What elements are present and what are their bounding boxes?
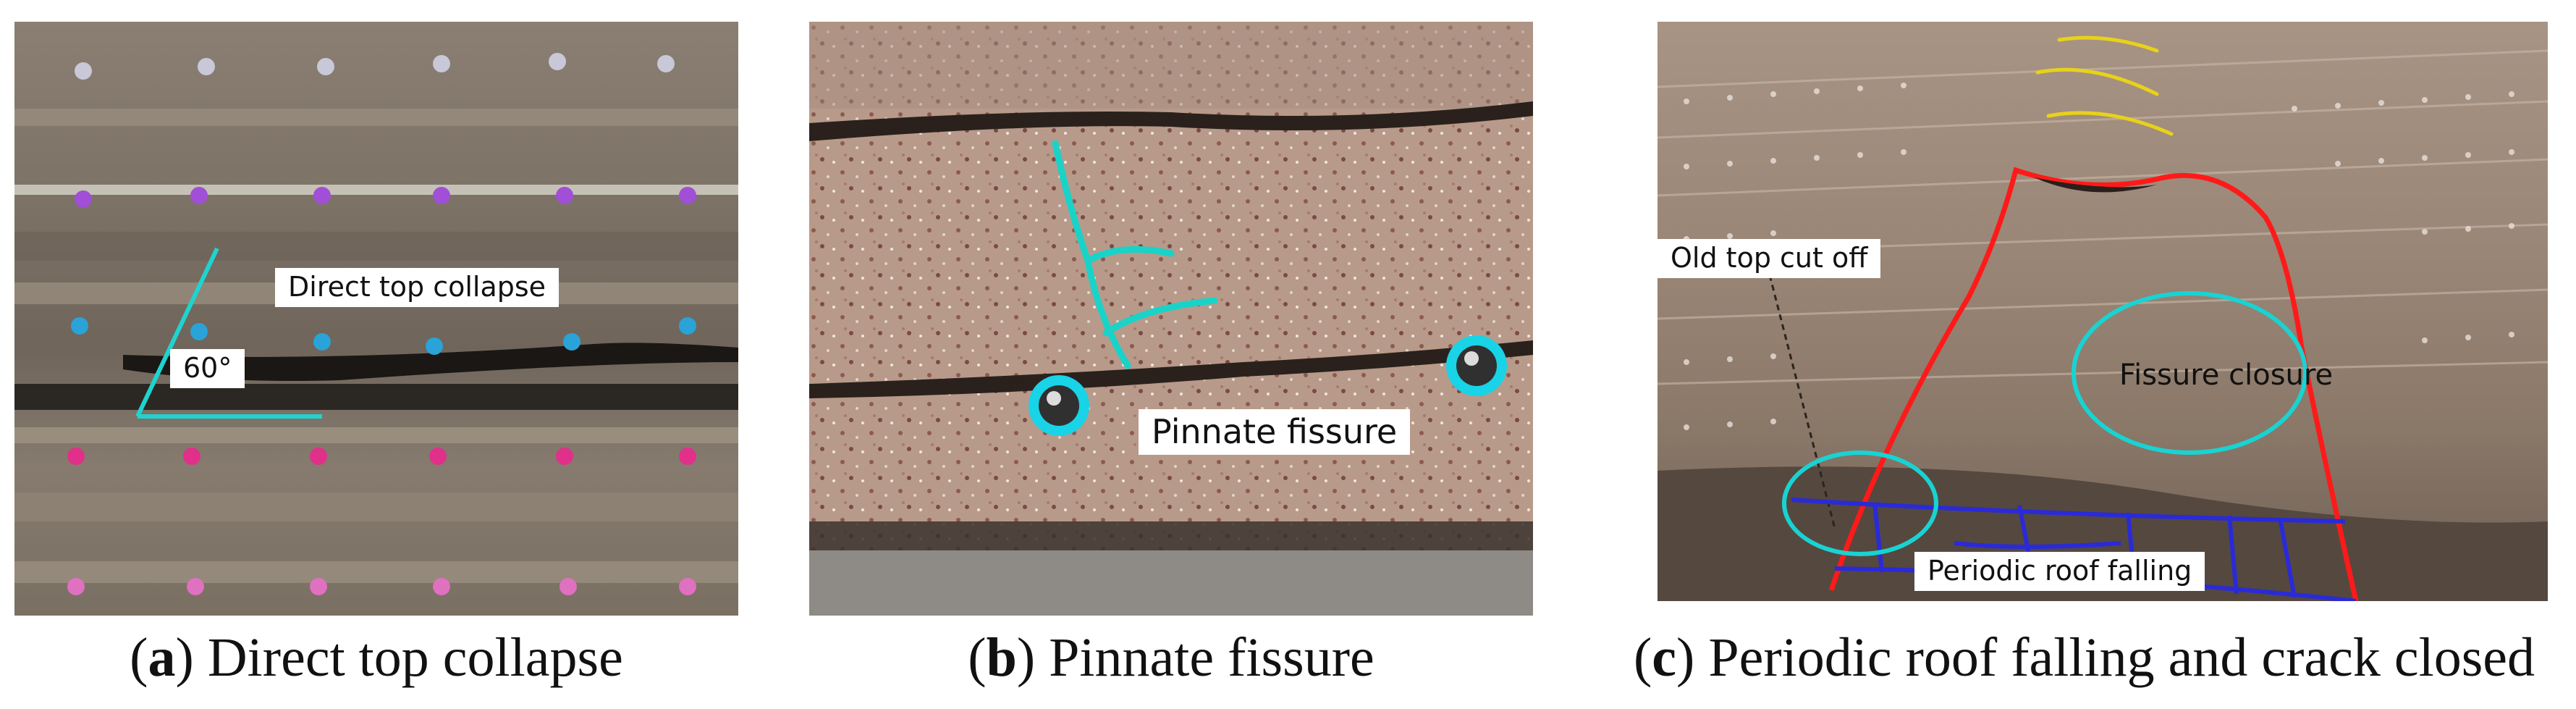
caption-text: Periodic roof falling and crack closed <box>1708 627 2535 688</box>
monitoring-marker <box>313 187 331 204</box>
old-top-cut-line <box>1768 274 1836 529</box>
monitoring-marker <box>198 58 215 75</box>
monitoring-marker <box>657 55 675 72</box>
caption-b: (b) Pinnate fissure <box>968 627 1374 688</box>
panel-c-photo: Old top cut off Fissure closure Periodic… <box>1657 22 2548 601</box>
upper-crack <box>809 101 1533 141</box>
monitoring-marker <box>433 578 450 595</box>
monitoring-marker <box>679 448 696 465</box>
marker-row-2 <box>75 187 696 208</box>
monitoring-marker <box>679 317 696 335</box>
monitoring-marker <box>549 53 566 70</box>
monitoring-marker <box>317 58 334 75</box>
pinnate-fissure-trace <box>1052 140 1218 369</box>
monitoring-marker <box>433 187 450 204</box>
caption-a: (a) Direct top collapse <box>130 627 623 688</box>
bedding-lines <box>1657 49 2548 385</box>
monitoring-marker <box>190 187 208 204</box>
top-fracture-traces <box>2035 35 2174 136</box>
bedding-layer <box>14 492 738 521</box>
angle-line-incline <box>135 247 219 418</box>
monitoring-marker <box>679 187 696 204</box>
monitoring-marker <box>71 317 88 335</box>
label-periodic-roof-falling: Periodic roof falling <box>1914 552 2205 591</box>
monitoring-marker <box>679 578 696 595</box>
caption-text: Direct top collapse <box>207 627 623 688</box>
marker-row-4 <box>67 448 696 465</box>
bedding-layer <box>809 22 1533 109</box>
monitoring-marker <box>310 578 327 595</box>
caption-text: Pinnate fissure <box>1049 627 1374 688</box>
collapse-crack <box>123 343 738 381</box>
bedding-layer <box>14 561 738 583</box>
dark-seam <box>809 521 1533 550</box>
label-old-top-cut-off: Old top cut off <box>1657 239 1881 278</box>
monitoring-marker <box>556 187 573 204</box>
bedding-layer <box>14 232 738 261</box>
bedding-layer <box>14 427 738 443</box>
caption-letter: a <box>148 627 176 688</box>
monitoring-marker <box>426 337 443 355</box>
lower-ellipse <box>1782 450 1938 556</box>
monitoring-marker <box>67 578 85 595</box>
bedding-layer <box>14 384 738 410</box>
monitoring-marker <box>75 190 92 208</box>
caption-letter: b <box>986 627 1017 688</box>
panel-b-photo: Pinnate fissure <box>809 22 1533 616</box>
label-pinnate-fissure: Pinnate fissure <box>1139 409 1411 455</box>
monitoring-marker <box>313 333 331 351</box>
marker-row-3 <box>71 317 696 355</box>
fissure-closure-ellipse <box>2072 291 2307 455</box>
caption-letter: c <box>1652 627 1677 688</box>
monitoring-marker <box>429 448 447 465</box>
label-direct-top-collapse: Direct top collapse <box>275 268 559 307</box>
monitoring-marker-left <box>1029 375 1089 436</box>
monitoring-marker <box>559 578 577 595</box>
monitoring-marker <box>433 55 450 72</box>
bedding-layer <box>14 185 738 195</box>
marker-row-1 <box>75 53 675 80</box>
label-fissure-closure: Fissure closure <box>2119 358 2334 392</box>
top-cavity <box>2034 177 2157 193</box>
monitoring-marker-right <box>1446 335 1507 396</box>
monitoring-marker <box>556 448 573 465</box>
panel-a-photo: Direct top collapse 60° <box>14 22 738 616</box>
monitoring-marker <box>187 578 204 595</box>
caption-c: (c) Periodic roof falling and crack clos… <box>1633 627 2535 688</box>
monitoring-marker <box>563 333 580 351</box>
bottom-layer <box>809 550 1533 616</box>
lower-crack <box>809 340 1533 398</box>
monitoring-marker <box>67 448 85 465</box>
label-angle-60: 60° <box>170 349 245 388</box>
monitoring-marker <box>310 448 327 465</box>
monitoring-marker <box>183 448 200 465</box>
marker-row-5 <box>67 578 696 595</box>
bedding-layer <box>14 109 738 126</box>
monitoring-marker <box>190 323 208 340</box>
monitoring-marker <box>75 62 92 80</box>
